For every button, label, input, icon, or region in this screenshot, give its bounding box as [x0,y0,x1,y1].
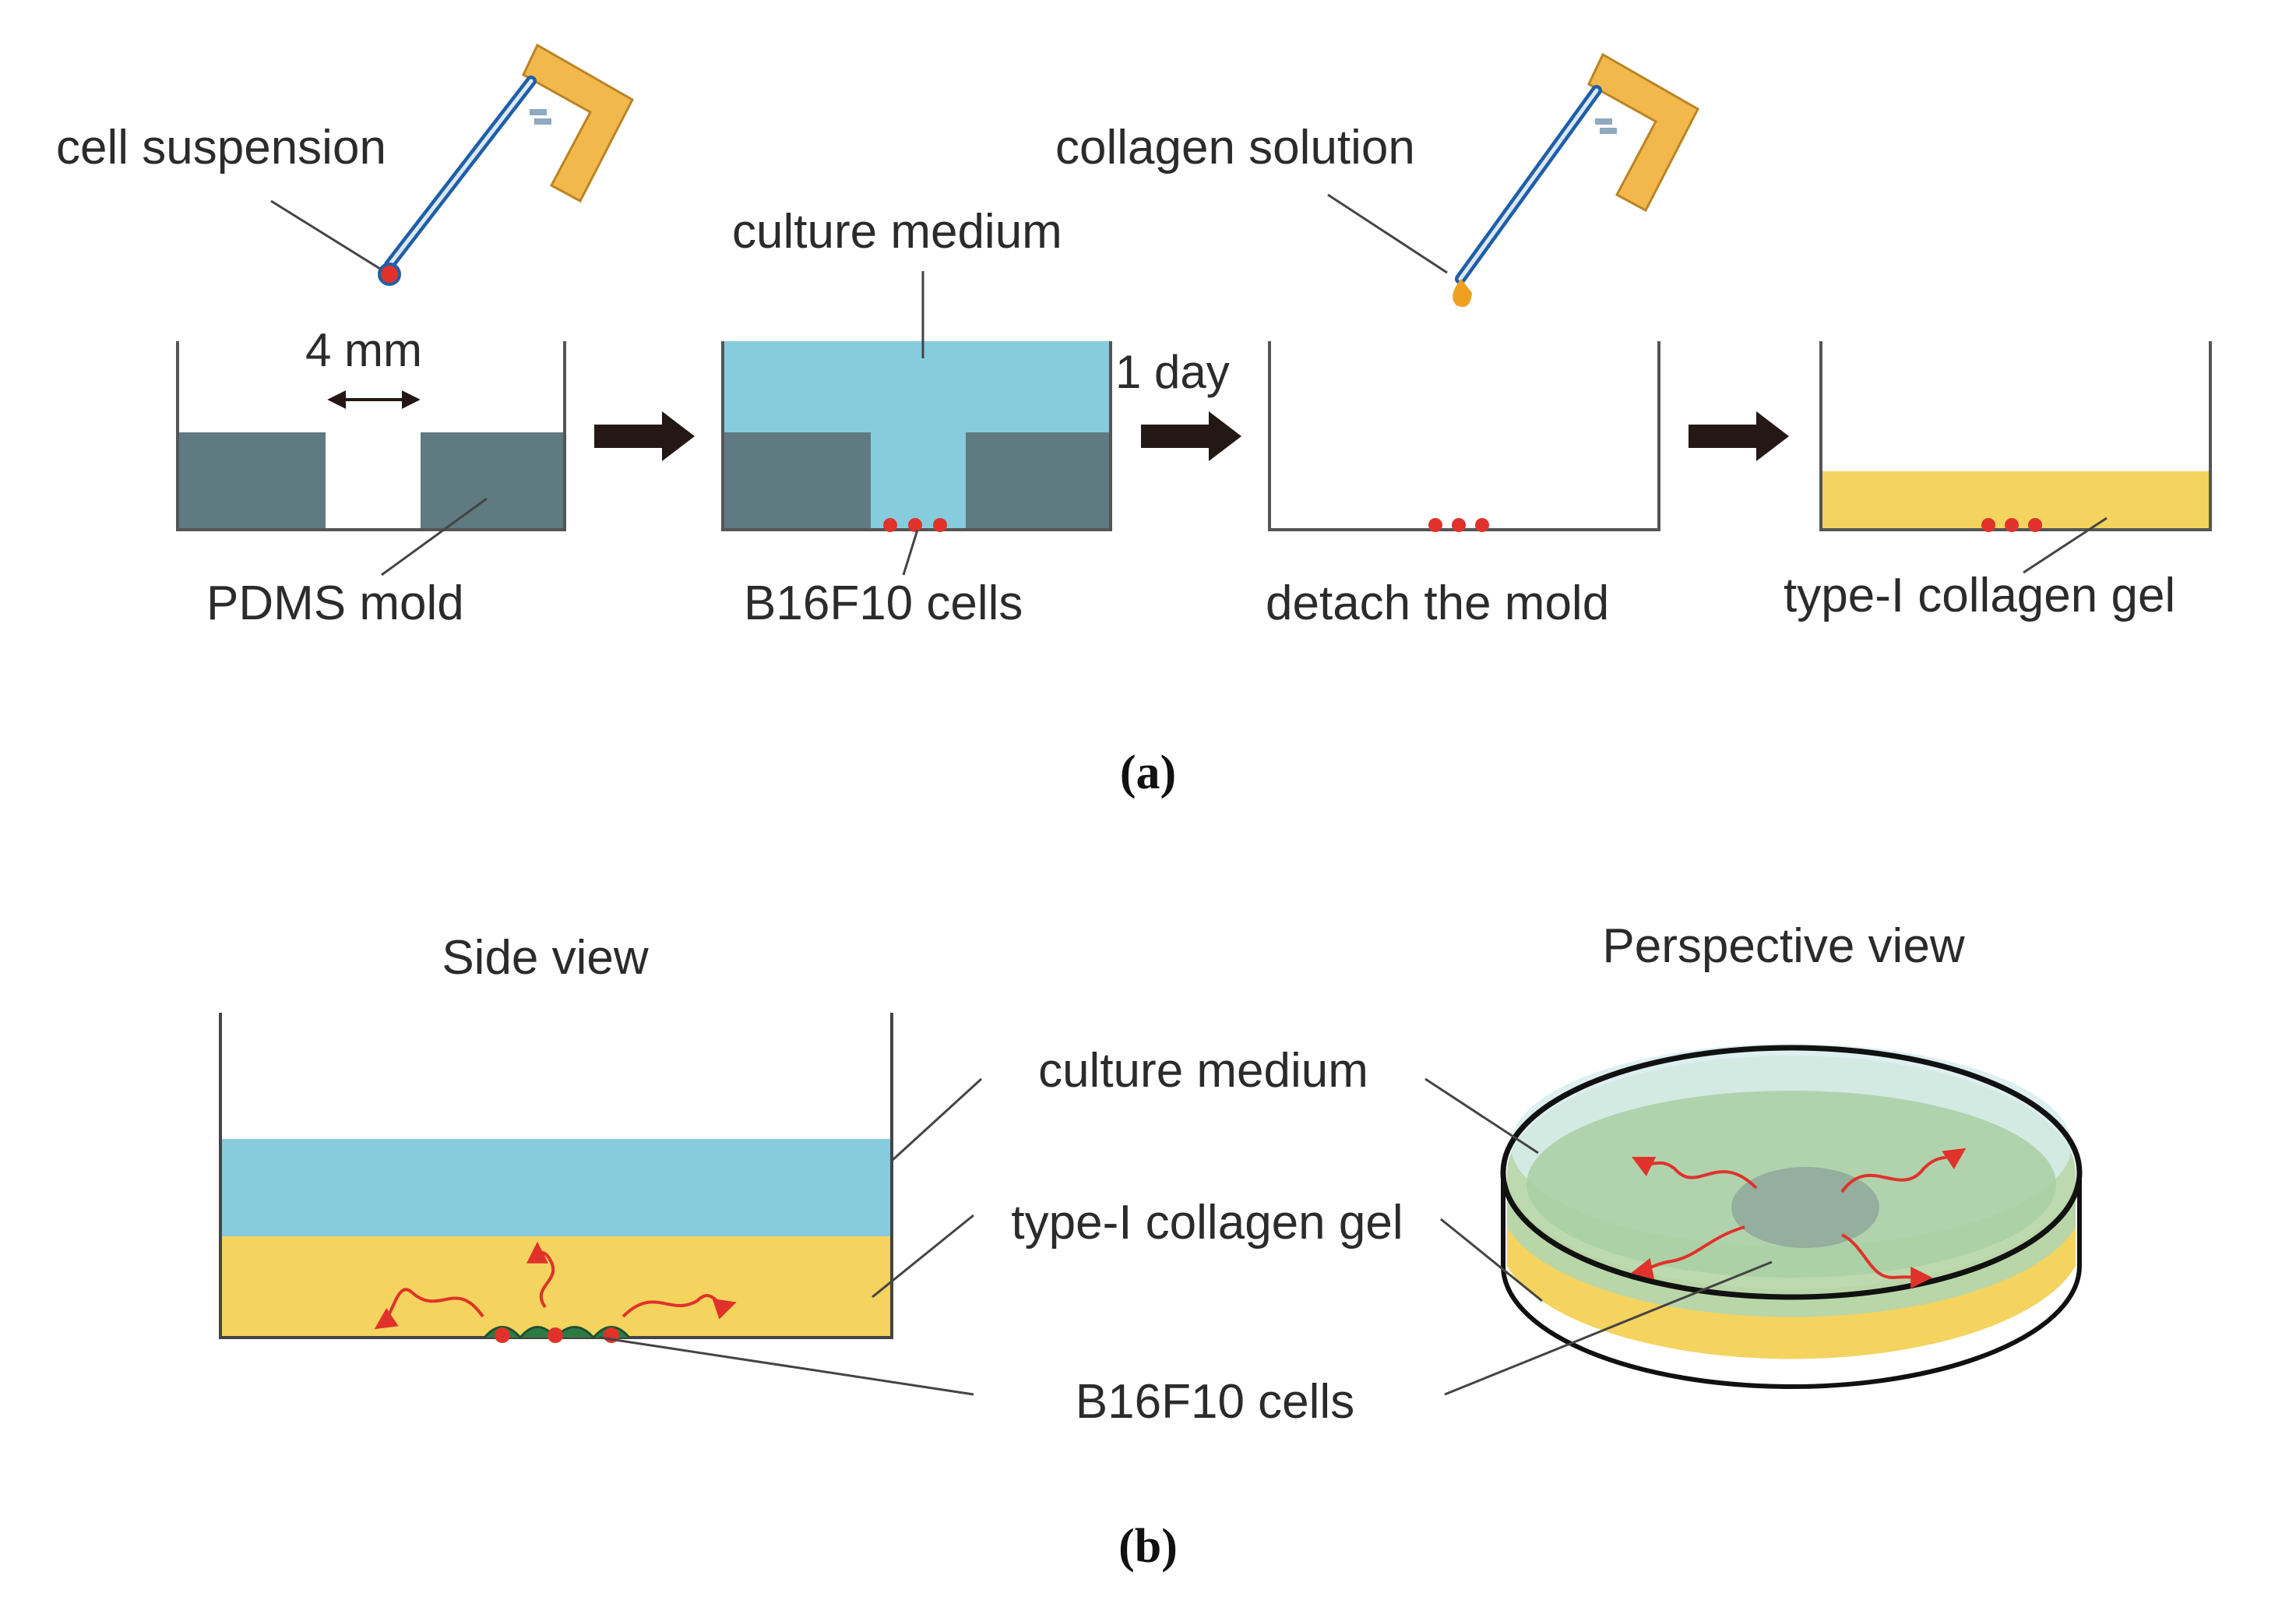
label-pdms-mold: PDMS mold [206,576,464,630]
pipette-icon [1453,52,1699,307]
step-4-container [1819,341,2212,532]
label-perspective-view: Perspective view [1602,919,1964,973]
leader-lines [270,193,2108,576]
label-b16f10-cells: B16F10 cells [744,576,1023,630]
migration-arrows [1631,1147,1967,1288]
label-collagen-gel: type-I collagen gel [1784,569,2175,622]
side-view-container [219,1013,893,1343]
migration-arrows [374,1241,737,1330]
cell-colony [1731,1167,1879,1248]
label-cell-suspension: cell suspension [56,121,386,174]
label-culture-medium: culture medium [732,205,1062,259]
process-arrow-2 [1141,411,1241,461]
label-collagen-solution: collagen solution [1055,121,1415,174]
label-b16f10-cells-b: B16F10 cells [1076,1375,1354,1429]
step-1-container [176,341,566,531]
process-arrow-1 [594,411,695,461]
panel-b: Side view Perspective view culture mediu… [219,919,2083,1573]
label-one-day: 1 day [1115,346,1230,398]
leader-lines [599,1077,1773,1396]
panel-label-a: (a) [1120,746,1176,799]
label-width: 4 mm [305,324,422,376]
label-culture-medium-b: culture medium [1038,1044,1368,1098]
step-3-container [1268,341,1660,532]
pipette-icon [378,43,634,286]
label-side-view: Side view [442,931,649,985]
label-detach-mold: detach the mold [1266,576,1609,630]
petri-dish [1500,1044,2083,1389]
step-2-container [721,341,1112,532]
label-collagen-gel-b: type-I collagen gel [1011,1196,1403,1250]
process-arrow-3 [1689,411,1789,461]
panel-label-b: (b) [1118,1520,1178,1573]
panel-a: cell suspension collagen solution cultur… [56,43,2212,799]
